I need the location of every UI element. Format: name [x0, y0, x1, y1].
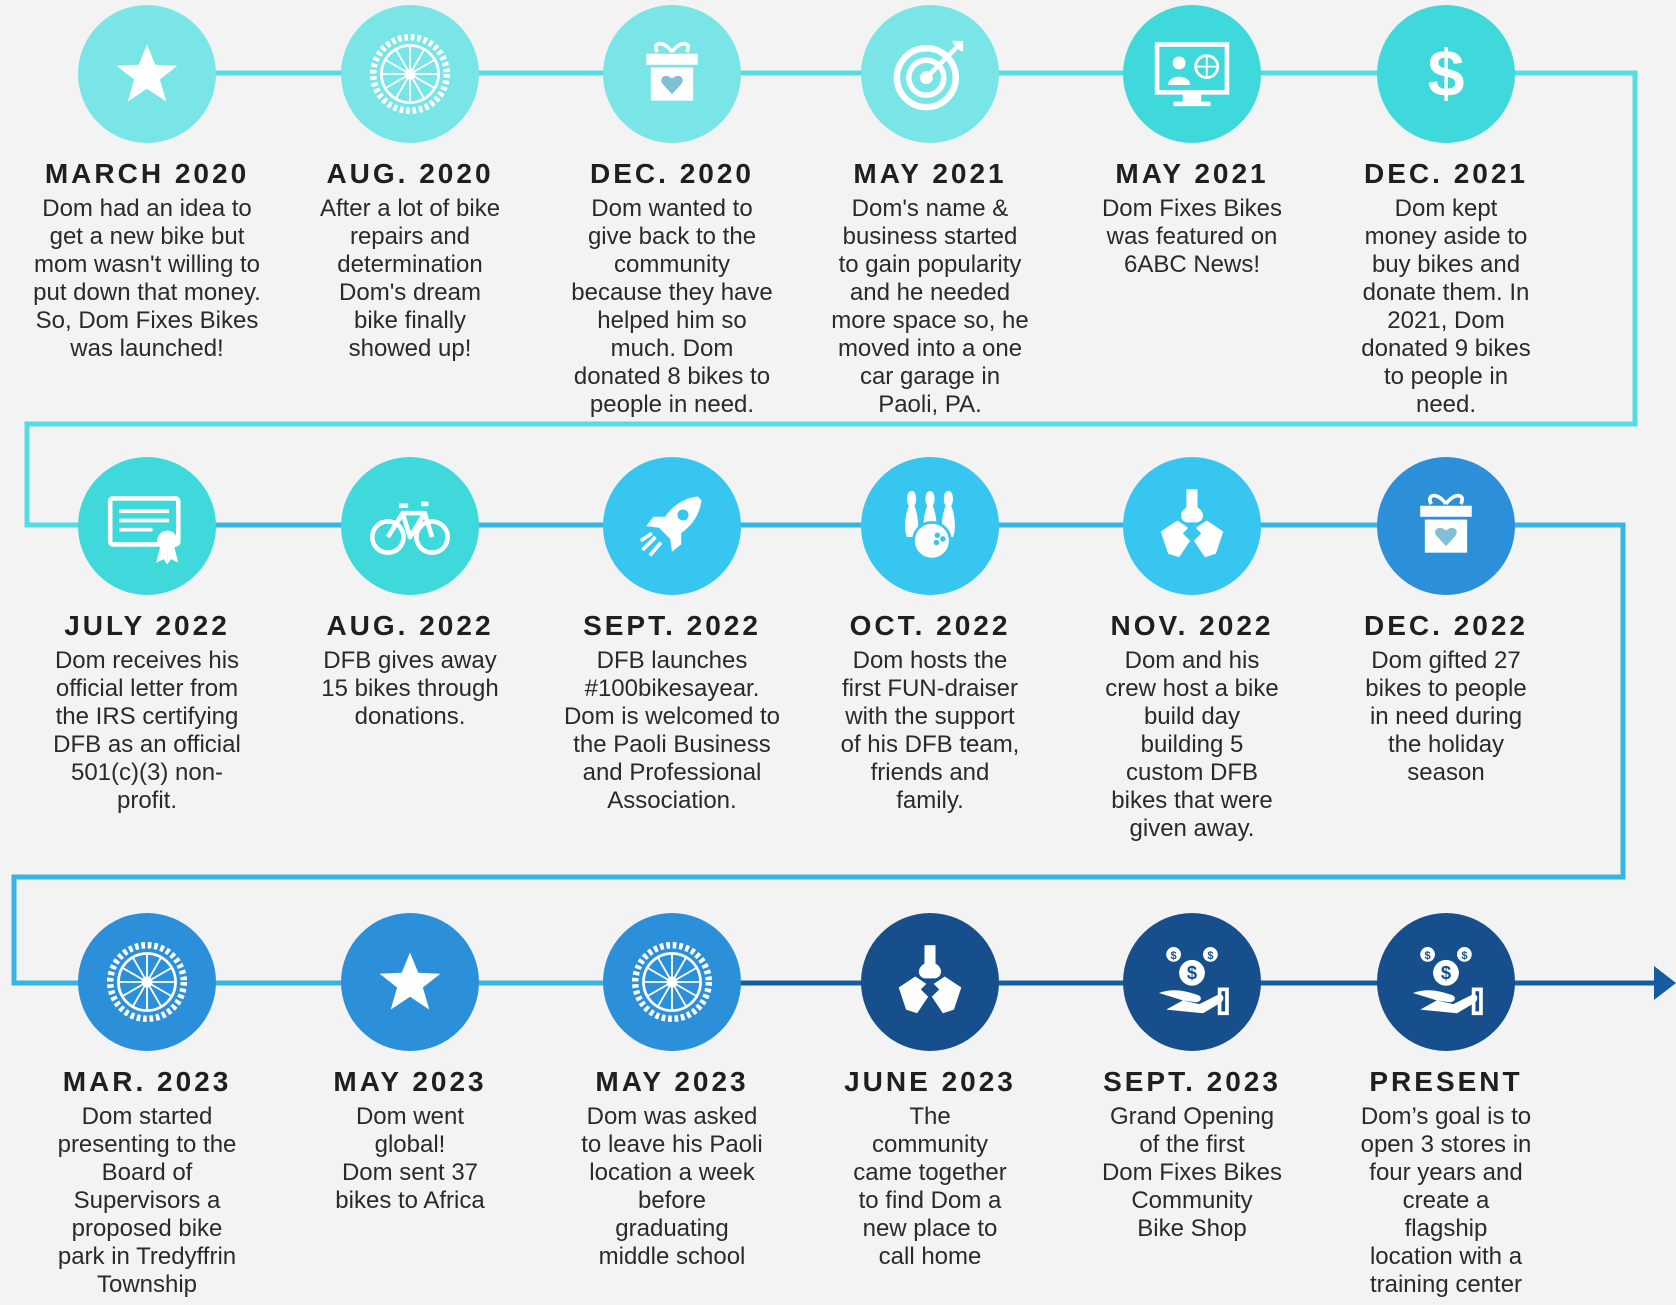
- milestone-description: Dom gifted 27 bikes to people in need du…: [1365, 647, 1527, 786]
- bowling-icon: [884, 480, 976, 572]
- money-hand-icon: $ $ $: [1146, 936, 1238, 1028]
- milestone-description: Grand Opening of the first Dom Fixes Bik…: [1101, 1103, 1283, 1242]
- gift-heart-icon: [1400, 480, 1492, 572]
- milestone-description: Dom started presenting to the Board of S…: [57, 1103, 237, 1298]
- star-icon: [101, 28, 193, 120]
- milestone-description: Dom hosts the first FUN-draiser with the…: [840, 647, 1020, 814]
- milestone-description: Dom wanted to give back to the community…: [571, 195, 773, 418]
- milestone-date: DEC. 2022: [1364, 610, 1528, 641]
- svg-text:$: $: [1187, 962, 1197, 983]
- milestone-icon-circle: $ $ $: [1123, 913, 1261, 1051]
- milestone-date: AUG. 2020: [326, 158, 494, 189]
- news-monitor-icon: [1146, 28, 1238, 120]
- milestone-date: OCT. 2022: [849, 610, 1011, 641]
- milestone-description: Dom and his crew host a bike build day b…: [1105, 647, 1279, 842]
- arrow-head-icon: [1654, 966, 1676, 1000]
- svg-text:$: $: [1207, 950, 1213, 962]
- gift-heart-icon: [626, 28, 718, 120]
- milestone-description: After a lot of bike repairs and determin…: [319, 195, 501, 362]
- certificate-icon: [101, 480, 193, 572]
- dollar-icon: $: [1400, 28, 1492, 120]
- milestone-description: Dom's name & business started to gain po…: [831, 195, 1029, 418]
- milestone-icon-circle: $: [1377, 5, 1515, 143]
- milestone-description: Dom receives his official letter from th…: [53, 647, 241, 814]
- milestone-date: AUG. 2022: [326, 610, 494, 641]
- milestone-date: MARCH 2020: [44, 158, 250, 189]
- milestone-date: DEC. 2020: [590, 158, 754, 189]
- milestone-date: MAY 2023: [333, 1066, 487, 1097]
- milestone-icon-circle: [78, 457, 216, 595]
- milestone-icon-circle: [603, 457, 741, 595]
- milestone-icon-circle: [78, 5, 216, 143]
- milestone-description: Dom went global! Dom sent 37 bikes to Af…: [335, 1103, 485, 1214]
- milestone-date: SEPT. 2023: [1103, 1066, 1281, 1097]
- svg-text:$: $: [1171, 950, 1177, 962]
- bicycle-icon: [364, 480, 456, 572]
- milestone-date: NOV. 2022: [1110, 610, 1274, 641]
- star-icon: [364, 936, 456, 1028]
- milestone-date: DEC. 2021: [1364, 158, 1528, 189]
- milestone-date: JULY 2022: [64, 610, 230, 641]
- milestone-icon-circle: [341, 5, 479, 143]
- milestone-date: MAR. 2023: [62, 1066, 232, 1097]
- helping-hands-icon: [1146, 480, 1238, 572]
- milestone-icon-circle: [603, 913, 741, 1051]
- milestone-icon-circle: [1123, 5, 1261, 143]
- milestone-description: Dom had an idea to get a new bike but mo…: [33, 195, 261, 362]
- milestone-icon-circle: [1377, 457, 1515, 595]
- milestone-description: Dom Fixes Bikes was featured on 6ABC New…: [1101, 195, 1283, 278]
- milestone-icon-circle: $ $ $: [1377, 913, 1515, 1051]
- milestone-icon-circle: [861, 913, 999, 1051]
- milestone-date: JUNE 2023: [844, 1066, 1016, 1097]
- milestone-description: Dom was asked to leave his Paoli locatio…: [581, 1103, 763, 1270]
- milestone-date: MAY 2021: [853, 158, 1007, 189]
- milestone-icon-circle: [78, 913, 216, 1051]
- milestone-icon-circle: [341, 457, 479, 595]
- wheel-icon: [626, 936, 718, 1028]
- target-icon: [884, 28, 976, 120]
- milestone-description: The community came together to find Dom …: [853, 1103, 1007, 1270]
- milestone-description: DFB gives away 15 bikes through donation…: [321, 647, 499, 730]
- milestone-date: PRESENT: [1369, 1066, 1523, 1097]
- milestone-date: MAY 2023: [595, 1066, 749, 1097]
- svg-text:$: $: [1425, 950, 1431, 962]
- money-hand-icon: $ $ $: [1400, 936, 1492, 1028]
- milestone-icon-circle: [1123, 457, 1261, 595]
- milestone-icon-circle: [341, 913, 479, 1051]
- milestone-icon-circle: [603, 5, 741, 143]
- milestone-description: DFB launches #100bikesayear. Dom is welc…: [563, 647, 781, 814]
- milestone-icon-circle: [861, 5, 999, 143]
- wheel-icon: [101, 936, 193, 1028]
- milestone-date: MAY 2021: [1115, 158, 1269, 189]
- helping-hands-icon: [884, 936, 976, 1028]
- milestone-description: Dom’s goal is to open 3 stores in four y…: [1360, 1103, 1532, 1298]
- svg-text:$: $: [1428, 37, 1465, 111]
- milestone-description: Dom kept money aside to buy bikes and do…: [1361, 195, 1531, 418]
- wheel-icon: [364, 28, 456, 120]
- svg-text:$: $: [1441, 962, 1451, 983]
- svg-text:$: $: [1461, 950, 1467, 962]
- rocket-icon: [626, 480, 718, 572]
- milestone-icon-circle: [861, 457, 999, 595]
- milestone: $ $ $ PRESENT Dom’s goal is to open 3 stores…: [1321, 913, 1571, 1299]
- milestone-date: SEPT. 2022: [583, 610, 761, 641]
